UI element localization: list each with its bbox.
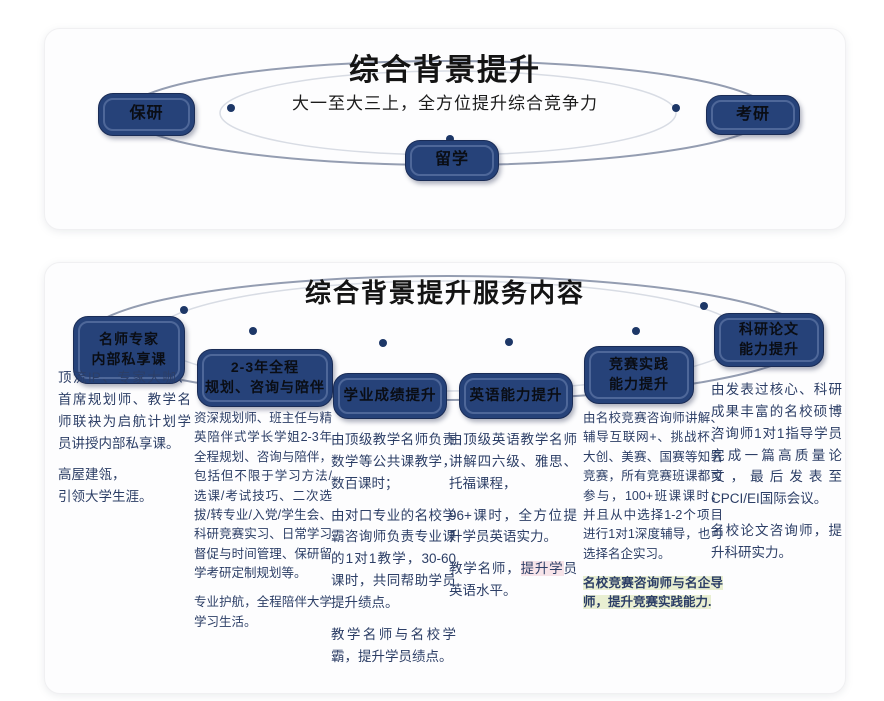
- pill-label: 科研论文: [739, 321, 799, 338]
- service-paragraph: 由对口专业的名校学霸咨询师负责专业课的1对1教学，30-60课时，共同帮助学员提…: [331, 505, 456, 614]
- service-pill: 留学: [405, 140, 499, 181]
- service-text: 96+课时，全方位提升学员英语实力。: [449, 507, 577, 545]
- service-text: 员英语水平。: [449, 561, 577, 599]
- service-text: 资深规划师、班主任与精英陪伴式学长学姐2-3年全程规划、咨询与陪伴，包括但不限于…: [194, 411, 332, 580]
- service-paragraph: 专业护航，全程陪伴大学学习生活。: [194, 593, 332, 632]
- orbit-dot: [379, 339, 387, 347]
- panel1-title: 综合背景提升: [349, 54, 541, 87]
- pill-label: 考研: [735, 105, 770, 123]
- service-paragraph: 由发表过核心、科研成果丰富的名校硕博咨询师1对1指导学员完成一篇高质量论文，最后…: [711, 379, 842, 510]
- service-paragraph: 教学名师，提升学员英语水平。: [449, 558, 577, 602]
- service-pill: 竞赛实践能力提升: [584, 346, 694, 404]
- pill-label: 学业成绩提升: [343, 387, 437, 404]
- orbit-dot: [632, 327, 640, 335]
- service-paragraph: 顶流IP、专家大咖、首席规划师、教学名师联袂为启航计划学员讲授内部私享课。: [58, 367, 191, 454]
- service-pill: 科研论文能力提升: [714, 313, 824, 367]
- service-description: 由顶级英语教学名师讲解四六级、雅思、托福课程， 96+课时，全方位提升学员英语实力…: [449, 429, 577, 612]
- service-text: 专业护航，全程陪伴大学学习生活。: [194, 595, 332, 629]
- service-text: 由发表过核心、科研成果丰富的名校硕博咨询师1对1指导学员完成一篇高质量论文，最后…: [711, 382, 842, 507]
- pill-label: 留学: [434, 151, 469, 169]
- service-text: 由对口专业的名校学霸咨询师负责专业课的1对1教学，30-60课时，共同帮助学员提…: [331, 507, 456, 611]
- service-text: 引领大学生涯。: [58, 489, 153, 505]
- service-text: 名校论文咨询师，提升科研实力。: [711, 523, 842, 561]
- service-pill: 名师专家内部私享课: [73, 316, 185, 384]
- service-paragraph: 资深规划师、班主任与精英陪伴式学长学姐2-3年全程规划、咨询与陪伴，包括但不限于…: [194, 409, 332, 583]
- panel1-subtitle: 大一至大三上，全方位提升综合竞争力: [292, 94, 598, 113]
- service-paragraph: 名校竞赛咨询师与名企导师，提升竞赛实践能力.: [583, 574, 723, 613]
- orbit-dot: [180, 306, 188, 314]
- service-pill: 英语能力提升: [459, 373, 573, 419]
- service-text: 教学名师与名校学霸，提升学员绩点。: [331, 626, 456, 664]
- service-pill: 保研: [98, 93, 195, 136]
- service-text: 教学名师，: [449, 561, 521, 577]
- pill-label: 规划、咨询与陪伴: [205, 379, 325, 395]
- service-pill: 2-3年全程规划、咨询与陪伴: [197, 349, 333, 407]
- service-text: 高屋建瓴，: [58, 467, 126, 483]
- service-text: 名校竞赛咨询师与名企导师，提升竞赛实践能力.: [583, 576, 723, 610]
- orbit-dot: [700, 302, 708, 310]
- service-paragraph: 名校论文咨询师，提升科研实力。: [711, 520, 842, 564]
- service-description: 由顶级教学名师负责数学等公共课教学，数百课时； 由对口专业的名校学霸咨询师负责专业…: [331, 429, 456, 678]
- pill-label: 英语能力提升: [469, 387, 563, 404]
- pill-label: 能力提升: [609, 376, 669, 392]
- pill-label: 2-3年全程: [230, 359, 300, 376]
- service-paragraph: 96+课时，全方位提升学员英语实力。: [449, 505, 577, 549]
- service-paragraph: 由顶级英语教学名师讲解四六级、雅思、托福课程，: [449, 429, 577, 495]
- orbit-dot: [227, 104, 235, 112]
- service-description: 顶流IP、专家大咖、首席规划师、教学名师联袂为启航计划学员讲授内部私享课。高屋建…: [58, 367, 191, 518]
- panel-overview: 综合背景提升 大一至大三上，全方位提升综合竞争力 保研 考研留学: [44, 28, 846, 230]
- orbit-dot: [249, 327, 257, 335]
- service-text: 由名校竞赛咨询师讲解、辅导互联网+、挑战杯、大创、美赛、国赛等知名竞赛，所有竞赛…: [583, 411, 723, 561]
- service-description: 由发表过核心、科研成果丰富的名校硕博咨询师1对1指导学员完成一篇高质量论文，最后…: [711, 379, 842, 574]
- orbit-dot: [505, 338, 513, 346]
- pill-label: 能力提升: [739, 341, 799, 357]
- pill-label: 竞赛实践: [609, 356, 669, 373]
- service-pill: 学业成绩提升: [333, 373, 447, 419]
- service-text: 顶流IP、专家大咖、首席规划师、教学名师联袂为启航计划学员讲授内部私享课。: [58, 370, 191, 451]
- orbit-dot: [446, 135, 454, 143]
- service-description: 由名校竞赛咨询师讲解、辅导互联网+、挑战杯、大创、美赛、国赛等知名竞赛，所有竞赛…: [583, 409, 723, 623]
- service-text: 由顶级英语教学名师讲解四六级、雅思、托福课程，: [449, 432, 577, 491]
- service-description: 资深规划师、班主任与精英陪伴式学长学姐2-3年全程规划、咨询与陪伴，包括但不限于…: [194, 409, 332, 642]
- service-paragraph: 高屋建瓴， 引领大学生涯。: [58, 464, 191, 508]
- service-text: 提升学: [520, 561, 564, 577]
- pill-label: 保研: [129, 105, 164, 123]
- service-paragraph: 由顶级教学名师负责数学等公共课教学，数百课时；: [331, 429, 456, 495]
- pill-label: 名师专家: [99, 331, 159, 348]
- service-pill: 考研: [706, 95, 800, 135]
- orbit-dot: [672, 104, 680, 112]
- service-paragraph: 由名校竞赛咨询师讲解、辅导互联网+、挑战杯、大创、美赛、国赛等知名竞赛，所有竞赛…: [583, 409, 723, 564]
- service-paragraph: 教学名师与名校学霸，提升学员绩点。: [331, 624, 456, 668]
- service-text: 由顶级教学名师负责数学等公共课教学，数百课时；: [331, 432, 456, 491]
- panel2-title: 综合背景提升服务内容: [304, 278, 585, 308]
- pill-label: 内部私享课: [91, 351, 167, 367]
